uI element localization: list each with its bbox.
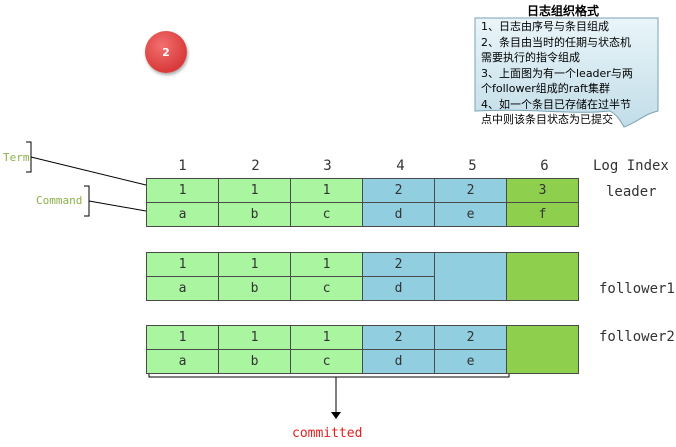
log-cell-term: 1 [290,325,363,350]
log-index-4: 4 [396,158,405,174]
log-cell-command: a [146,349,219,374]
note-line: 4、如一个条目已存储在过半节 [481,97,631,111]
log-cell-command: c [290,202,363,227]
log-cell-term: 3 [506,178,579,203]
log-cell-command: c [290,349,363,374]
log-cell-command: b [218,202,291,227]
command-pointer [88,200,147,212]
step-badge: 2 [145,31,187,73]
note-body: 1、日志由序号与条目组成 2、条目由当时的任期与状态机 需要执行的指令组成 3、… [481,19,653,128]
follower2-label: follower2 [599,329,675,345]
log-cell-term: 2 [434,325,507,350]
log-cell-term: 1 [146,178,219,203]
term-pointer [30,156,147,186]
leader-label: leader [606,184,657,200]
log-cell-term: 1 [290,252,363,277]
term-label: Term [3,151,30,164]
log-cell-command: b [218,349,291,374]
committed-label: committed [292,426,363,441]
log-cell-command: a [146,276,219,301]
log-cell-term: 1 [218,325,291,350]
log-cell-term: 2 [434,178,507,203]
log-index-1: 1 [178,158,187,174]
log-index-6: 6 [540,158,549,174]
log-cell-command: d [362,202,435,227]
log-cell-term: 1 [218,178,291,203]
leader-log: 1 1 1 2 2 3 a b c d e f [146,178,579,227]
command-label: Command [36,194,83,207]
log-cell-term: 2 [362,178,435,203]
log-cell-term: 1 [290,178,363,203]
note-line: 点中则该条目状态为已提交 [481,113,613,126]
log-cell-command: c [290,276,363,301]
committed-arrow-head [331,412,341,419]
command-bracket [84,185,90,217]
note-line: 个follower组成的raft集群 [481,82,610,95]
note-line: 1、日志由序号与条目组成 [481,20,609,33]
log-cell-empty [434,252,507,301]
log-cell-command: e [434,349,507,374]
log-cell-term: 1 [146,325,219,350]
committed-bracket [148,372,510,378]
log-index-title: Log Index [593,158,669,174]
note-title: 日志组织格式 [526,4,599,18]
log-cell-command: d [362,276,435,301]
log-index-2: 2 [251,158,260,174]
note-line: 2、条目由当时的任期与状态机 [481,35,631,49]
log-cell-term: 1 [218,252,291,277]
note-line: 需要执行的指令组成 [481,51,580,64]
log-cell-empty [506,252,579,301]
note-callout [474,17,659,128]
log-cell-command: b [218,276,291,301]
log-cell-command: d [362,349,435,374]
note-line: 3、上面图为有一个leader与两 [481,66,633,80]
log-cell-term: 2 [362,325,435,350]
log-cell-command: a [146,202,219,227]
follower1-label: follower1 [599,281,675,297]
log-cell-command: e [434,202,507,227]
log-index-3: 3 [323,158,332,174]
log-cell-term: 2 [362,252,435,277]
follower1-log: 1 1 1 2 a b c d [146,252,579,301]
log-index-5: 5 [468,158,477,174]
log-cell-command: f [506,202,579,227]
log-cell-term: 1 [146,252,219,277]
follower2-log: 1 1 1 2 2 a b c d e [146,325,579,374]
log-cell-empty [506,325,579,374]
